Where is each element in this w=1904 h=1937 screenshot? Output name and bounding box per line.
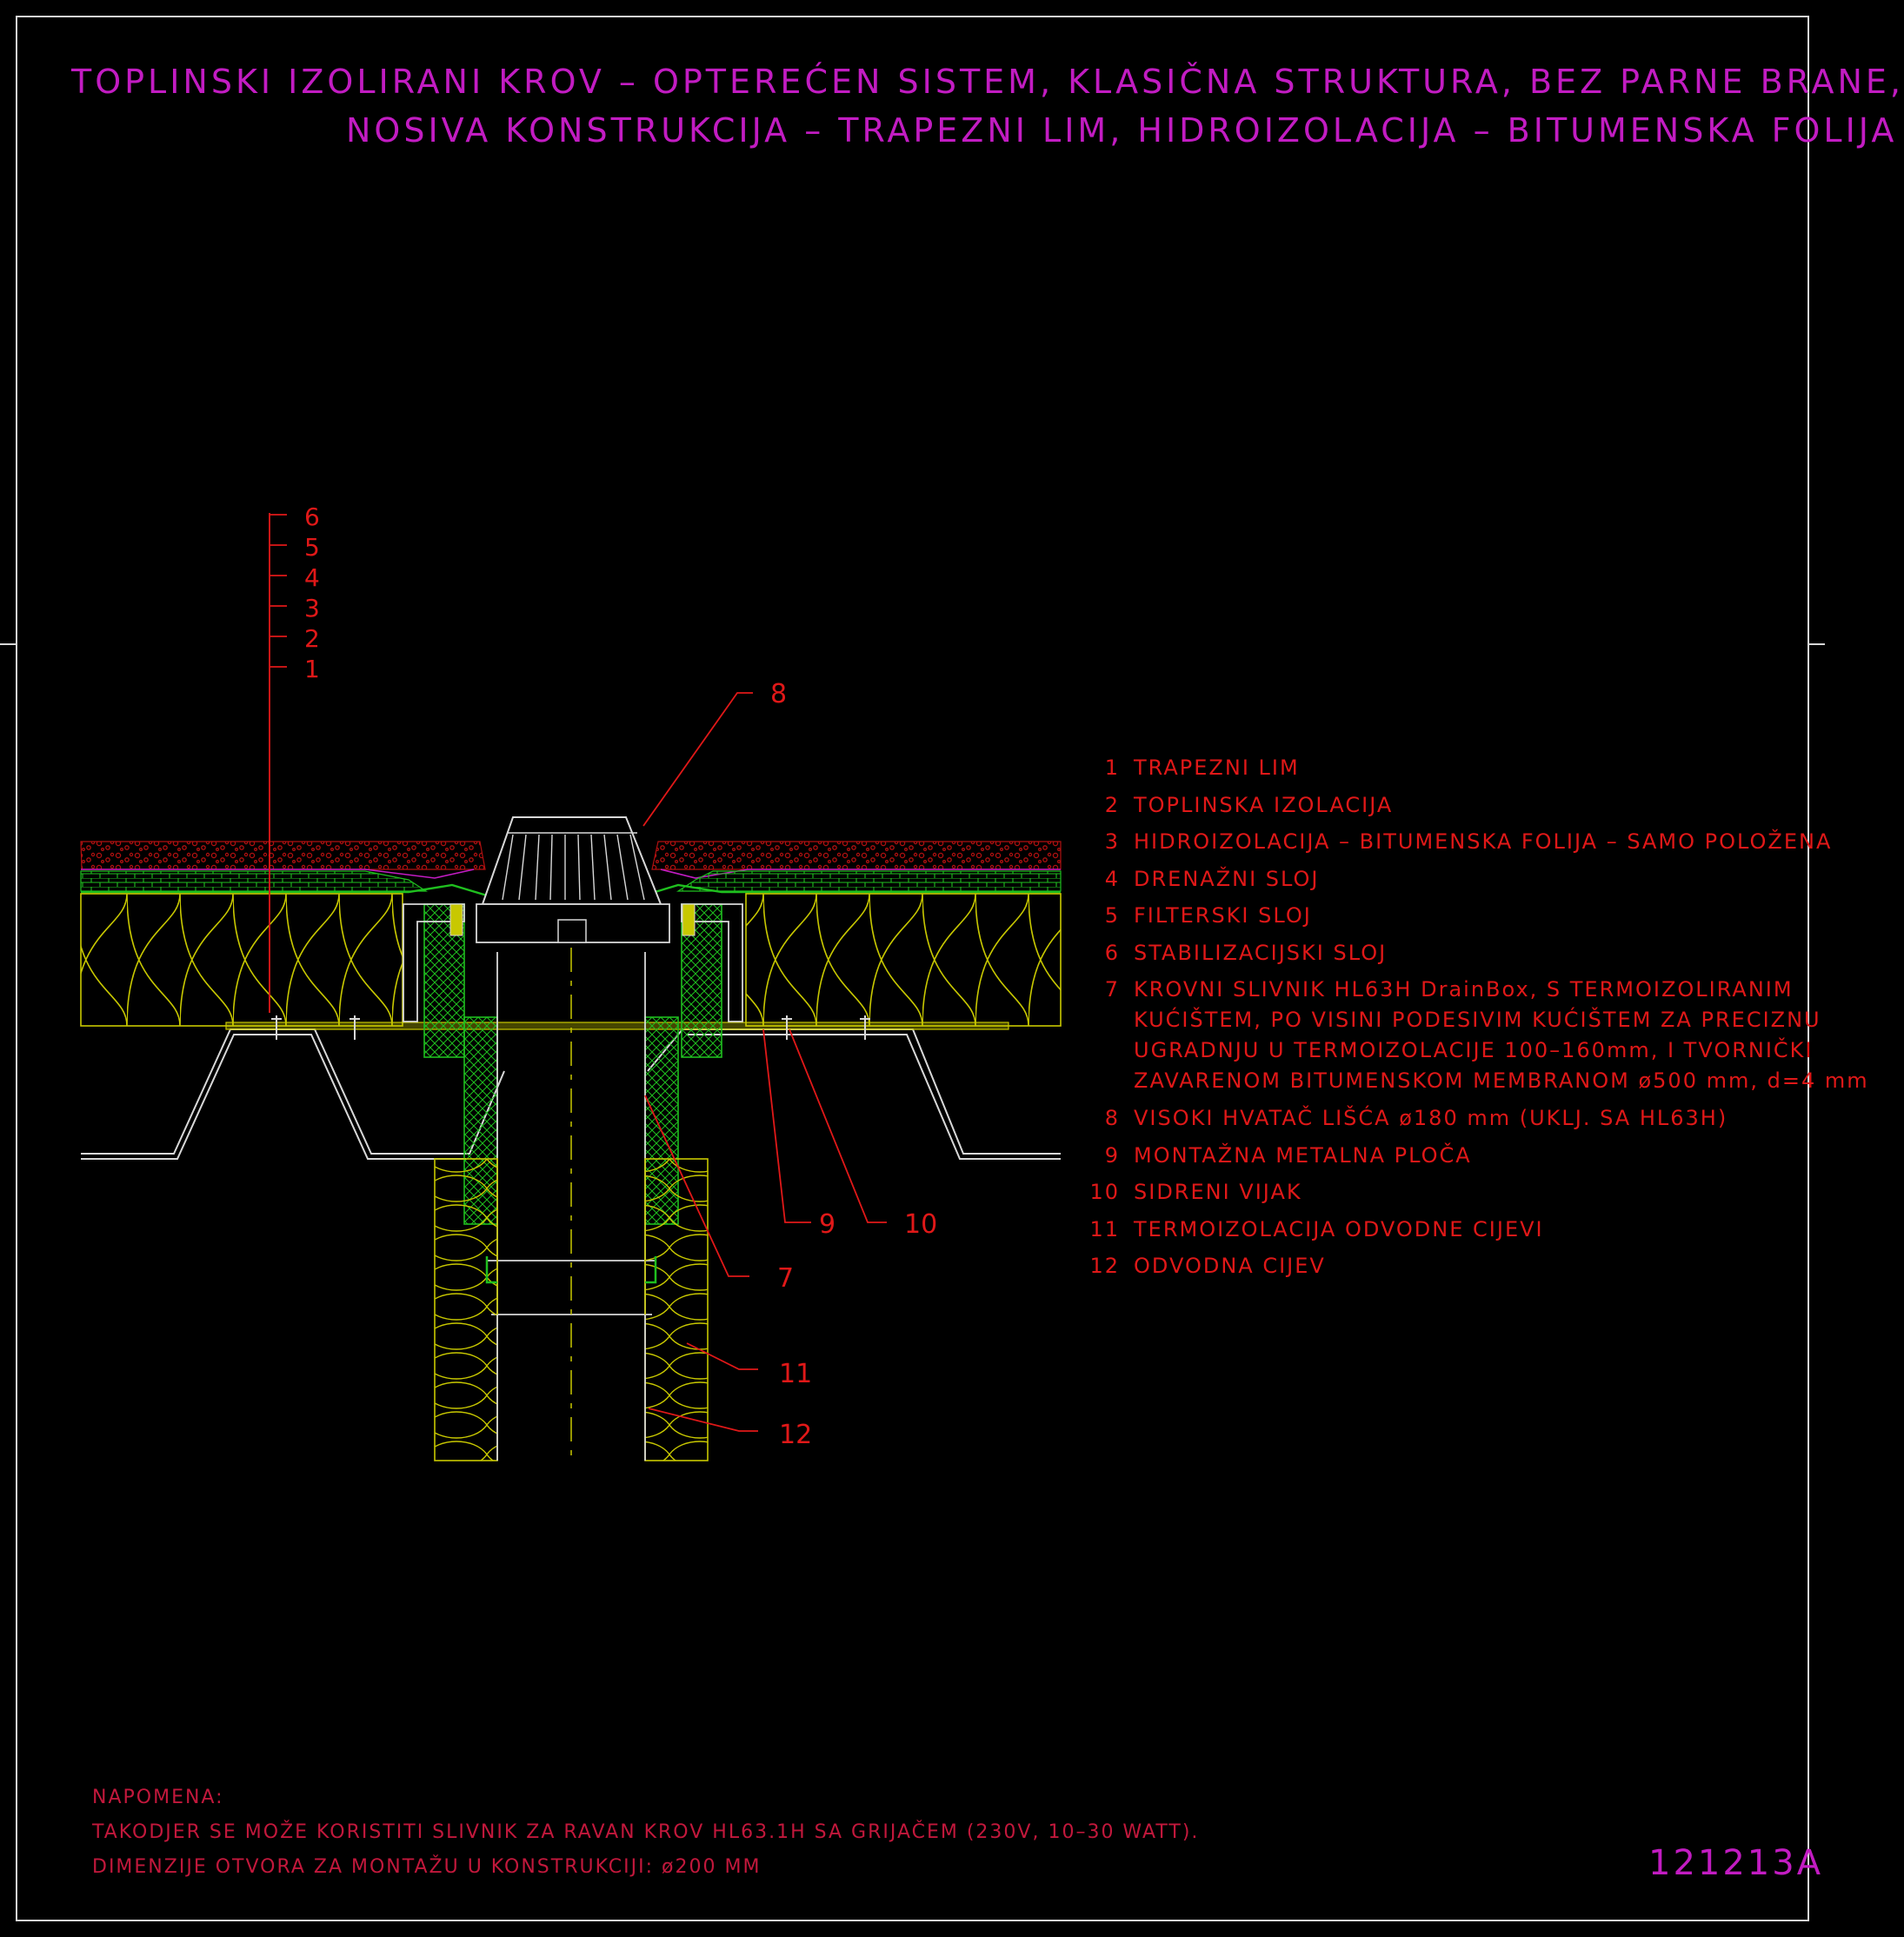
roof-insulation-right (745, 893, 1062, 1027)
layer-callout: 3 (304, 594, 320, 622)
legend-item-continuation: KUĆIŠTEM, PO VISINI PODESIVIM KUĆIŠTEM Z… (1134, 1008, 1821, 1032)
note-heading: NAPOMENA: (92, 1787, 224, 1808)
roof-insulation-left (80, 893, 403, 1027)
roof-drain (403, 816, 743, 1461)
callout-12: 12 (779, 1420, 812, 1450)
pipe-insulation-left (434, 1158, 498, 1461)
pipe-sleeves (485, 1256, 657, 1284)
drawing-canvas: 6 5 4 3 2 1 8 9 10 7 11 12 (0, 16, 1825, 1921)
callout-9: 9 (819, 1209, 835, 1240)
drawing-title-line-1: TOPLINSKI IZOLIRANI KROV – OPTEREĆEN SIS… (71, 63, 1904, 101)
drain-flange (403, 903, 743, 1022)
callout-10: 10 (904, 1209, 937, 1240)
housing-bolts (449, 903, 696, 936)
note-line: DIMENZIJE OTVORA ZA MONTAŽU U KONSTRUKCI… (92, 1856, 762, 1878)
leader-lines (269, 513, 887, 1432)
legend-item-continuation: ZAVARENOM BITUMENSKOM MEMBRANOM ø500 mm,… (1134, 1068, 1869, 1093)
part-callouts: 8 9 10 7 11 12 (770, 679, 937, 1450)
layer-callout: 2 (304, 624, 320, 653)
membrane-line (81, 883, 1061, 897)
legend-item-continuation: UGRADNJU U TERMOIZOLACIJE 100–160mm, I T… (1134, 1038, 1814, 1062)
layer-callout: 4 (304, 563, 320, 592)
mounting-plate (225, 1022, 1009, 1030)
layer-callout: 6 (304, 503, 320, 531)
note-block: NAPOMENA: TAKODJER SE MOŽE KORISTITI SLI… (92, 1781, 1199, 1885)
drawing-code: 121213A (1648, 1843, 1824, 1883)
callout-11: 11 (779, 1359, 812, 1389)
roof-section (80, 841, 1062, 1160)
catcher-center-block (557, 919, 587, 943)
outer-frame (16, 16, 1809, 1921)
layer-callouts: 6 5 4 3 2 1 (304, 503, 320, 683)
leaf-catcher-slots (502, 832, 645, 901)
layer-callout: 5 (304, 533, 320, 562)
drawing-title-line-2: NOSIVA KONSTRUKCIJA – TRAPEZNI LIM, HIDR… (346, 111, 1898, 150)
note-line: TAKODJER SE MOŽE KORISTITI SLIVNIK ZA RA… (92, 1821, 1200, 1843)
callout-8: 8 (770, 679, 787, 709)
anchor-screws (271, 1015, 870, 1040)
layer-callout: 1 (304, 655, 320, 683)
drain-inner-walls (487, 952, 656, 1315)
drain-pipe-walls (496, 1315, 646, 1461)
callout-7: 7 (777, 1263, 794, 1294)
